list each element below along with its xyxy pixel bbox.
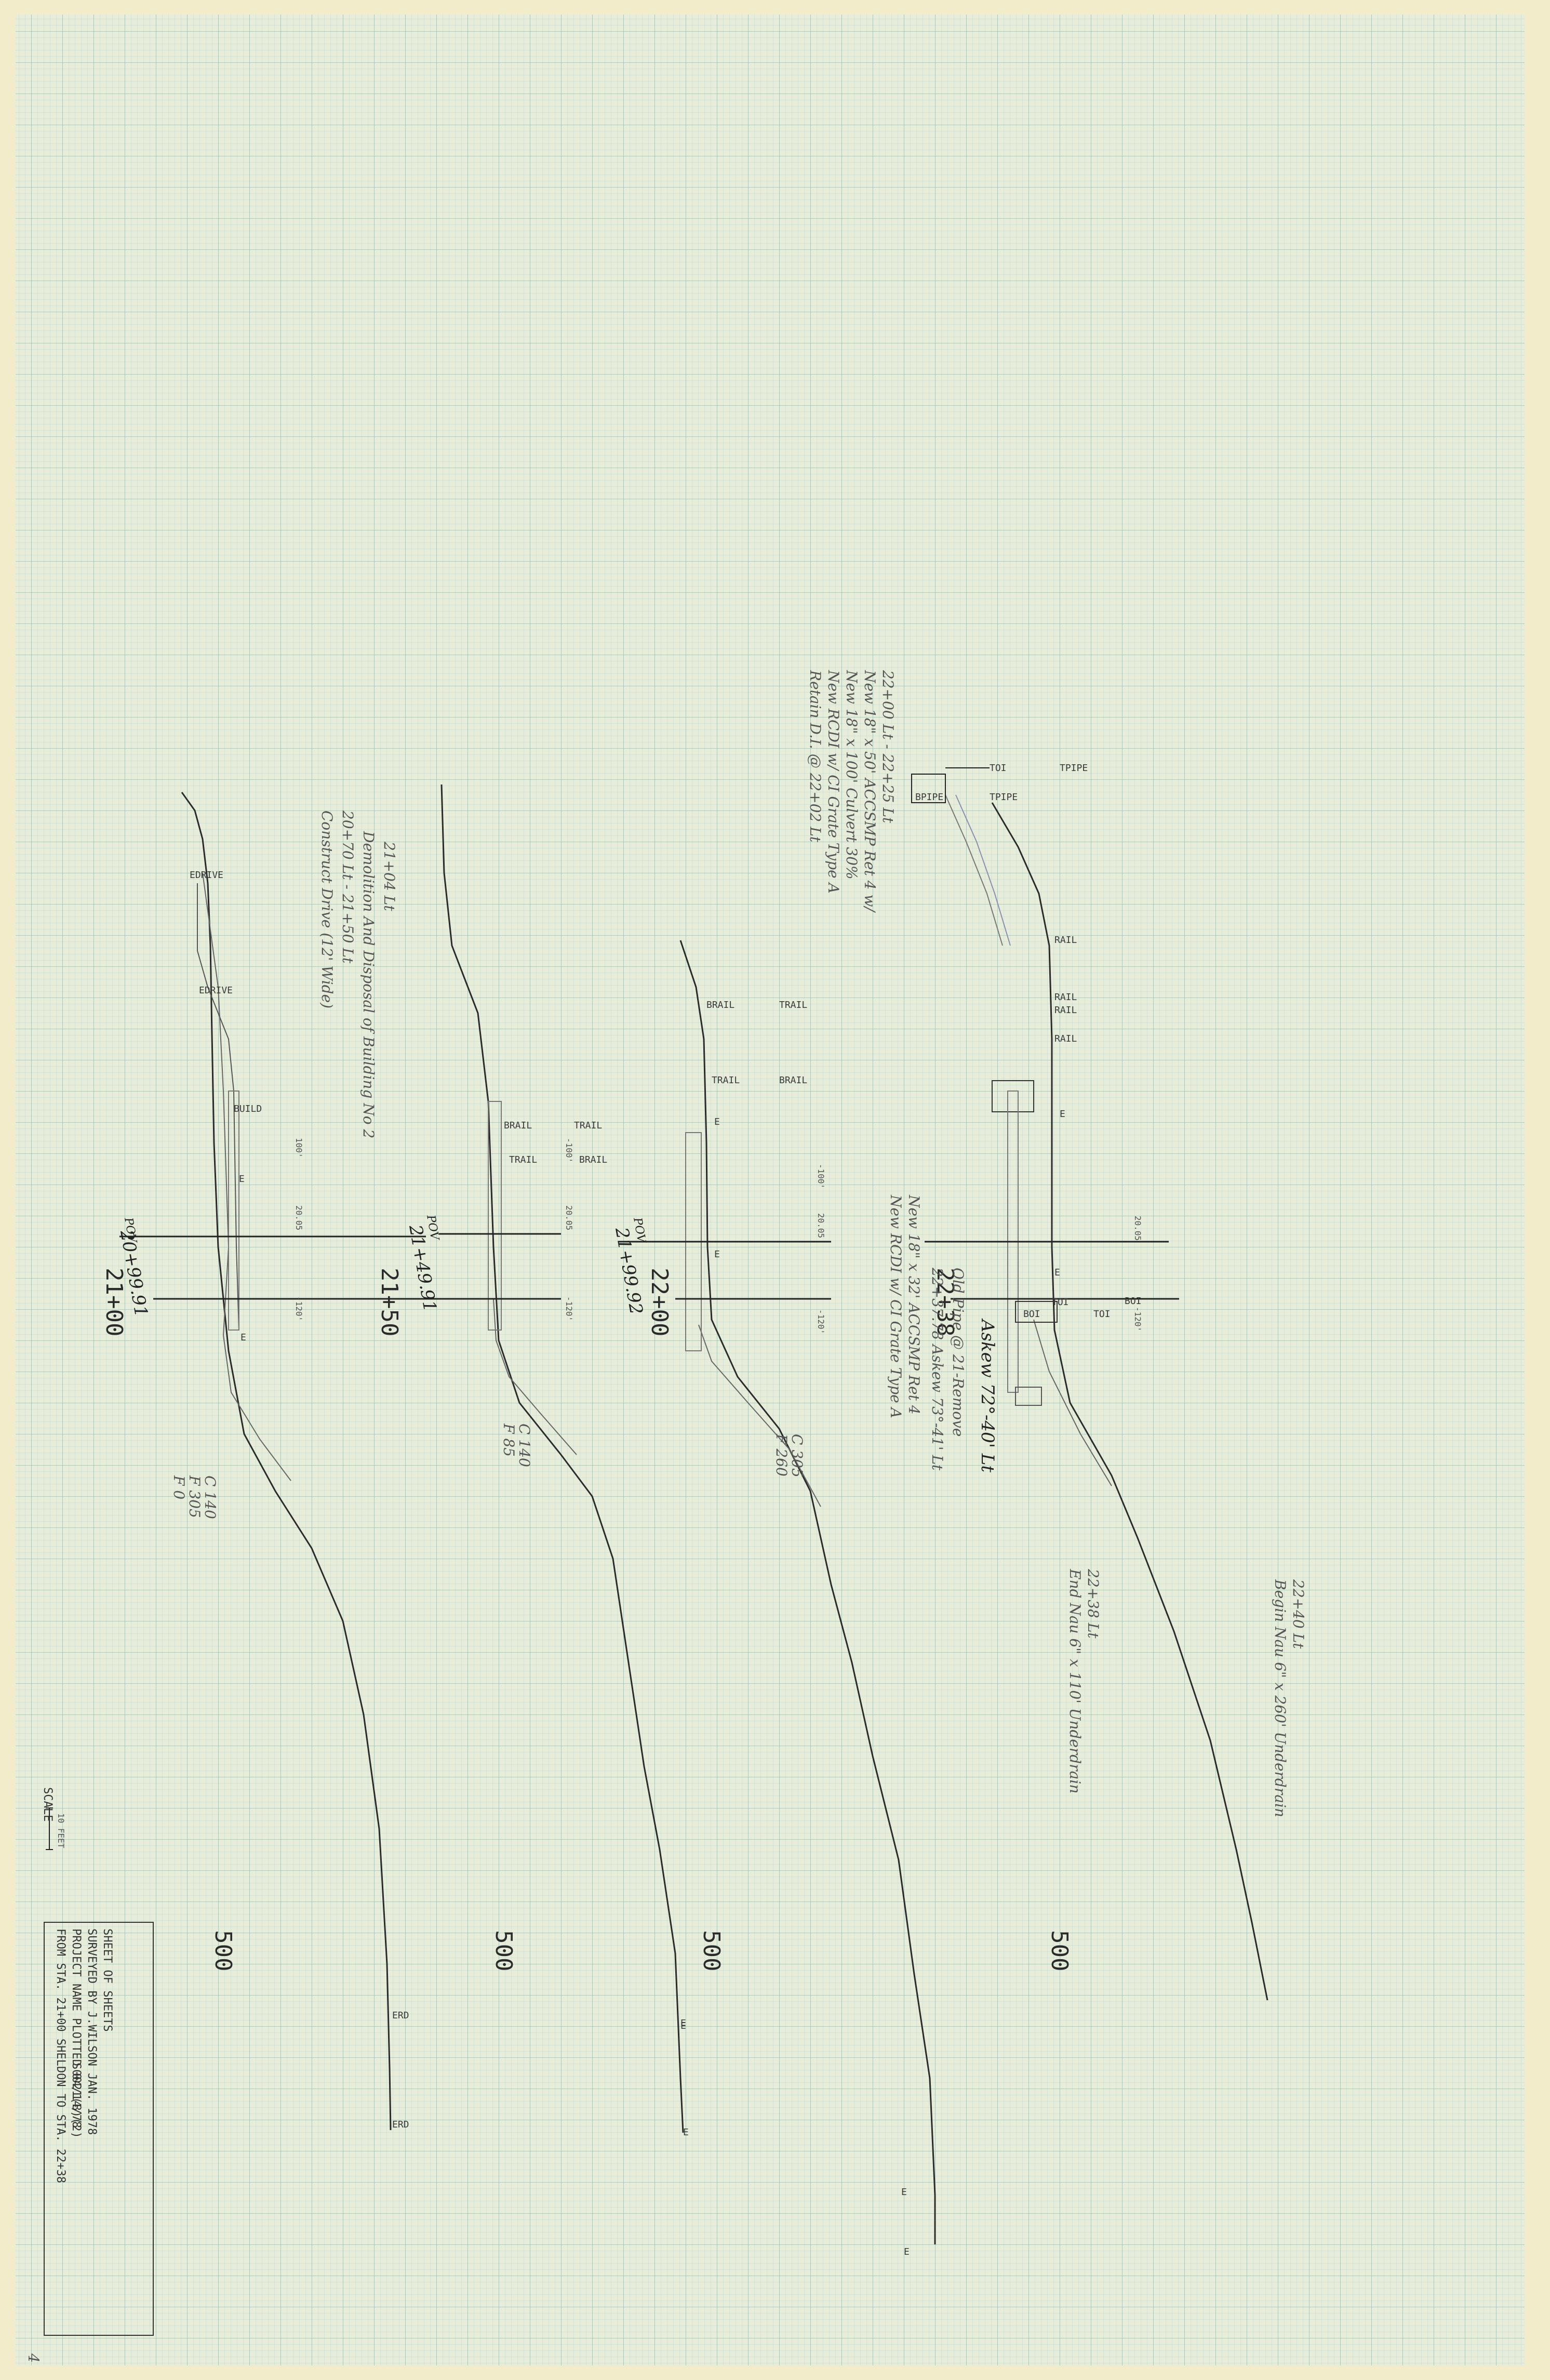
- point-label: TRAIL: [574, 1120, 602, 1131]
- offset-label: -100': [816, 1164, 826, 1189]
- grade: F 305: [186, 1475, 203, 1518]
- offset-label: 20.05: [1133, 1216, 1143, 1241]
- point-label: E: [904, 2246, 910, 2257]
- title-line-3: SURVEYED BY J.WILSON JAN. 1978: [85, 1929, 98, 2135]
- point-label: BPIPE: [915, 792, 943, 803]
- point-label: BRAIL: [779, 1075, 807, 1086]
- title-line-4: SHEET OF SHEETS: [101, 1929, 114, 2032]
- station-label: 21+00: [101, 1268, 127, 1336]
- note: Retain D.I. @ 22+02 Lt: [807, 670, 824, 843]
- note: New 18" x 32' ACCSMP Ret 4: [905, 1194, 923, 1415]
- point-label: ERD: [392, 2010, 409, 2021]
- station-label: 22+38: [932, 1268, 958, 1336]
- point-label: EDRIVE: [199, 985, 233, 996]
- note: 22+00 Lt - 22+25 Lt: [879, 670, 897, 823]
- point-label: RAIL: [1054, 1033, 1077, 1044]
- note: 22+37.78 Askew 73°-41' Lt: [929, 1267, 946, 1471]
- point-label: E: [901, 2187, 907, 2198]
- offset-label: -120': [816, 1309, 826, 1334]
- grade: F 260: [773, 1433, 790, 1477]
- section-22-00: BRAIL TRAIL TRAIL BRAIL E E E E 22+00 21…: [611, 670, 936, 2244]
- point-label: BOI: [1125, 1296, 1142, 1307]
- offset-label: 20.05: [294, 1205, 304, 1230]
- title-block: FROM STA. 21+00 SHELDON TO STA. 22+38 PR…: [25, 1922, 154, 2363]
- point-label: TPIPE: [990, 792, 1018, 803]
- offset-label: 20.05: [564, 1205, 574, 1230]
- point-label: RAIL: [1054, 935, 1077, 946]
- offset-label: 100': [294, 1138, 304, 1158]
- scale-unit: 10 FEET: [56, 1813, 66, 1849]
- point-label: E: [239, 1174, 245, 1185]
- scale-label-500: 500: [490, 1930, 517, 1971]
- point-label: E: [1054, 1267, 1060, 1278]
- point-label: TRAIL: [509, 1154, 537, 1165]
- title-line-1: FROM STA. 21+00 SHELDON TO STA. 22+38: [54, 1929, 67, 2183]
- point-label: RAIL: [1054, 992, 1077, 1003]
- offset-label: -120': [564, 1296, 574, 1321]
- title-line-2: PROJECT NAME PLOTTED 04/14/78: [70, 1929, 83, 2128]
- offset-label: -120': [294, 1296, 304, 1321]
- station-label: 22+00: [646, 1268, 673, 1336]
- scale-bar: SCALE 10 FEET: [41, 1787, 66, 1850]
- note: 21+04 Lt: [381, 841, 398, 911]
- note: End Nau 6" x 110' Underdrain: [1066, 1568, 1084, 1793]
- grade: F 0: [170, 1475, 188, 1499]
- point-label: TRAIL: [779, 1000, 807, 1010]
- sheet-mark: 4: [25, 2353, 42, 2363]
- note: Demolition And Disposal of Building No 2: [360, 831, 377, 1138]
- note: Construct Drive (12' Wide): [318, 810, 336, 1008]
- station-label: 21+50: [376, 1268, 403, 1336]
- point-label: BUILD: [234, 1103, 262, 1114]
- note: New 18" x 50' ACCSMP Ret 4 w/: [861, 670, 878, 913]
- note: Begin Nau 6" x 260' Underdrain: [1272, 1579, 1289, 1817]
- scale-label-500: 500: [210, 1930, 236, 1971]
- offset-label: -100': [564, 1138, 574, 1163]
- note: Old Pipe @ 21-Remove: [950, 1268, 967, 1437]
- grade: C 140: [202, 1475, 219, 1519]
- project-number: S0021(8)(2): [70, 2063, 83, 2138]
- point-label: EDRIVE: [190, 870, 223, 881]
- scale-label-500: 500: [1046, 1930, 1073, 1971]
- point-label: TOI: [1052, 1297, 1069, 1308]
- point-label: TOI: [990, 763, 1007, 774]
- point-label: TOI: [1093, 1309, 1111, 1320]
- offset-label: -120': [1133, 1307, 1143, 1332]
- point-label: BRAIL: [579, 1154, 607, 1165]
- grade: C 305: [789, 1434, 806, 1478]
- point-label: E: [714, 1116, 720, 1127]
- scale-label: SCALE: [41, 1787, 54, 1821]
- point-label: E: [680, 2020, 686, 2031]
- note: New RCDI w/ CI Grate Type A: [887, 1194, 904, 1418]
- grid: [16, 15, 1525, 2365]
- point-label: E: [714, 1249, 720, 1260]
- note: 22+38 Lt: [1085, 1568, 1102, 1639]
- point-label: TRAIL: [712, 1075, 740, 1086]
- note: 22+40 Lt: [1290, 1579, 1307, 1649]
- point-label: E: [240, 1332, 246, 1343]
- point-label: BOI: [1023, 1309, 1040, 1320]
- point-label: BRAIL: [504, 1120, 532, 1131]
- note: 20+70 Lt - 21+50 Lt: [339, 810, 356, 964]
- point-label: RAIL: [1054, 1005, 1077, 1016]
- offset-label: 20.05: [816, 1213, 826, 1238]
- note: New 18" x 100' Culvert 30%: [843, 670, 860, 880]
- point-label: TPIPE: [1060, 763, 1088, 774]
- point-label: E: [680, 2018, 686, 2029]
- grade: F 85: [500, 1423, 517, 1457]
- section-21-00: EDRIVE EDRIVE BUILD E E ERD ERD 21+00 20…: [101, 792, 457, 2131]
- section-22-38: TOI TPIPE BPIPE TPIPE RAIL RAIL RAIL RAI…: [901, 763, 1307, 2257]
- point-label: E: [1060, 1109, 1065, 1120]
- note: Askew 72°-40' Lt: [977, 1318, 998, 1472]
- note: New RCDI w/ CI Grate Type A: [825, 670, 842, 894]
- point-label: ERD: [392, 2119, 409, 2130]
- point-label: BRAIL: [706, 1000, 734, 1010]
- grade: C 140: [516, 1424, 533, 1467]
- point-label: E: [683, 2127, 689, 2138]
- scale-label-500: 500: [698, 1930, 725, 1971]
